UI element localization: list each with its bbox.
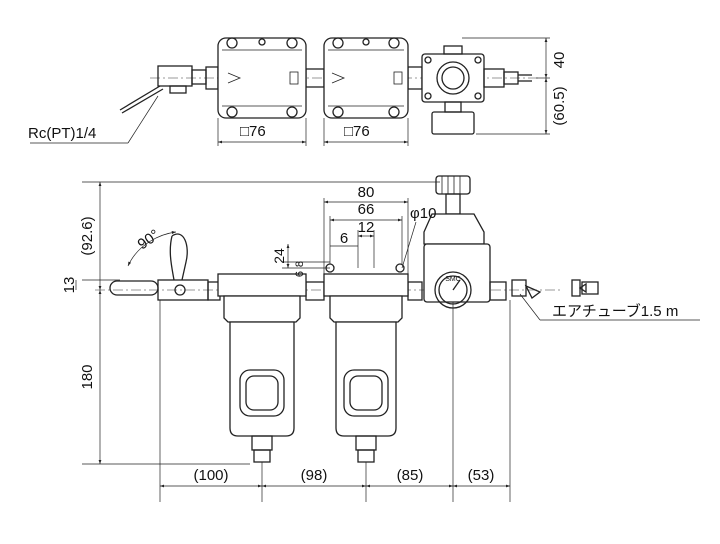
front-view: 90°	[61, 175, 700, 502]
dim-180-label: 180	[79, 364, 96, 389]
dim-40-label: 40	[551, 52, 568, 69]
dim-85-label: (85)	[397, 467, 424, 484]
dim-phi10-label: φ10	[410, 205, 436, 222]
filter-1-front	[217, 273, 307, 463]
dim-24-label: 24	[271, 248, 287, 264]
top-view: Rc(PT)1/4 □76 □76 40 (60.5)	[28, 37, 568, 146]
dim-60-5-label: (60.5)	[551, 86, 568, 125]
dim-6b-label: 6	[294, 271, 306, 277]
port-thread-label: Rc(PT)1/4	[28, 125, 96, 142]
regulator-top	[421, 45, 532, 135]
dim-66-label: 66	[358, 201, 375, 218]
dim-6-label: 6	[340, 230, 348, 247]
filter-2-front	[323, 263, 409, 463]
square-76-label-1: □76	[240, 123, 266, 140]
brand-label: SMC	[445, 276, 461, 283]
dim-53-label: (53)	[468, 467, 495, 484]
square-76-label-2: □76	[344, 123, 370, 140]
dim-13-label: 13	[61, 277, 78, 294]
dim-100-label: (100)	[193, 467, 228, 484]
ball-valve-front: 90°	[109, 226, 209, 301]
regulator-front: SMC	[423, 175, 599, 309]
filter-2-top	[323, 37, 409, 119]
ball-valve-top	[119, 65, 207, 114]
dim-12-label: 12	[358, 219, 375, 236]
dim-8-label: 8	[294, 261, 306, 267]
air-tube-label: エアチューブ1.5 m	[552, 302, 678, 320]
dim-98-label: (98)	[301, 467, 328, 484]
angle-90-label: 90°	[135, 226, 163, 253]
filter-1-top	[217, 37, 307, 119]
dim-80-label: 80	[358, 184, 375, 201]
dim-92-6-label: (92.6)	[79, 216, 96, 255]
